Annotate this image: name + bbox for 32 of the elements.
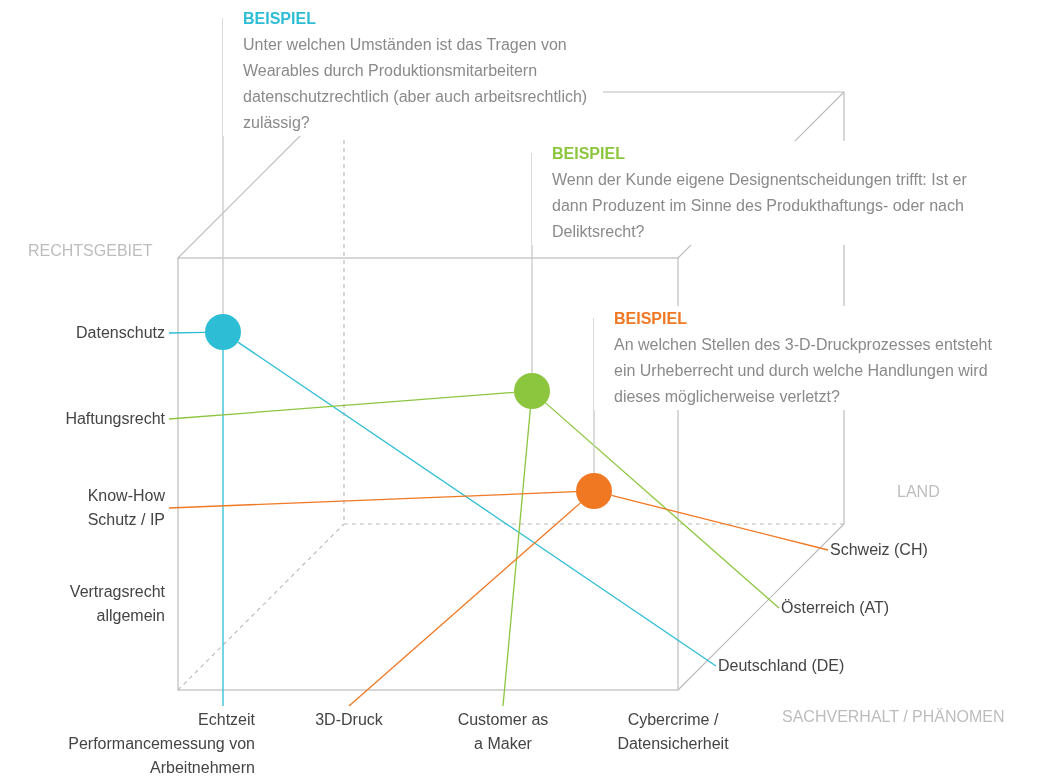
connector-line (168, 491, 577, 509)
axis-label: 3D-Druck (299, 708, 399, 732)
axis-label: Know-How Schutz / IP (70, 484, 165, 532)
connector-line (348, 502, 582, 707)
axis-label: Customer as a Maker (455, 708, 551, 756)
axis-label: Schweiz (CH) (830, 538, 950, 562)
example-heading: BEISPIEL (614, 309, 688, 329)
example-heading: BEISPIEL (552, 144, 626, 164)
example-heading: BEISPIEL (243, 9, 317, 29)
axis-label: Haftungsrecht (20, 407, 165, 431)
axis-label: Österreich (AT) (781, 596, 911, 620)
axis-title: RECHTSGEBIET (28, 242, 153, 260)
data-point-dot (514, 373, 550, 409)
connector-line (502, 408, 531, 707)
connector-line (168, 391, 515, 420)
example-question: An welchen Stellen des 3-D-Druckprozesses entsteht ein Urheberrecht und durch welche Handlungen wird dieses möglicherweise verletzt? (614, 335, 993, 407)
axis-label: Echtzeit Performancemessung von Arbeitnehmern (60, 708, 255, 778)
axis-title: LAND (897, 483, 940, 501)
data-point-dot (205, 314, 241, 350)
axis-label: Deutschland (DE) (718, 654, 868, 678)
connector-line (544, 402, 780, 609)
axis-label: Cybercrime / Datensicherheit (600, 708, 746, 756)
data-point-dot (576, 473, 612, 509)
example-question: Wenn der Kunde eigene Designentscheidungen trifft: Ist er dann Produzent im Sinne des Produkthaftungs- oder nach Deliktsrecht? (552, 170, 968, 242)
connector-line (610, 494, 829, 551)
connector-line (222, 349, 224, 707)
connector-line (168, 331, 206, 334)
axis-title: SACHVERHALT / PHÄNOMEN (782, 708, 1005, 726)
connector-line (237, 341, 717, 667)
axis-label: Datenschutz (20, 321, 165, 345)
example-question: Unter welchen Umständen ist das Tragen von Wearables durch Produktionsmitarbeitern datenschutzrechtlich (aber auch arbeitsrechtlich) zulässig? (243, 35, 589, 133)
axis-label: Vertragsrecht allgemein (20, 580, 165, 628)
